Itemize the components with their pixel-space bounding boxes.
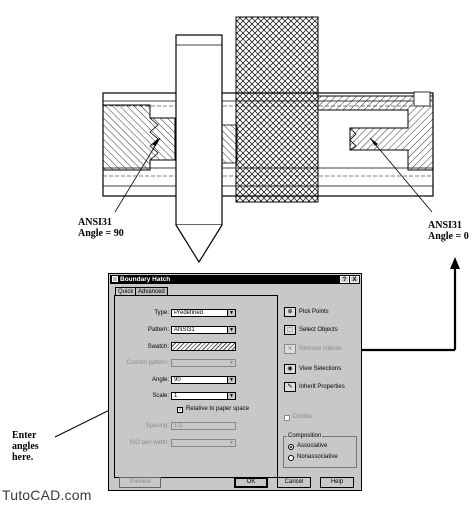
arrow-up-icon — [450, 257, 460, 269]
dialog-title: Boundary Hatch — [120, 276, 171, 283]
angle-dropdown[interactable]: 90 ▼ — [171, 376, 236, 384]
inherit-properties-icon[interactable]: ✎ — [284, 382, 296, 392]
left-hatch-label: ANSI31 Angle = 90 — [78, 217, 124, 239]
app-icon — [112, 276, 118, 282]
type-label: Type: — [154, 310, 169, 316]
left-label-pattern: ANSI31 — [78, 217, 112, 228]
chevron-down-icon: ▼ — [227, 310, 235, 316]
quick-tab-panel — [114, 295, 278, 478]
nonassociative-label: Nonassociative — [297, 454, 338, 460]
angle-value: 90 — [174, 377, 181, 383]
right-hatch-region — [317, 95, 434, 171]
scale-label: Scale: — [152, 393, 169, 399]
help-button[interactable]: Help — [320, 477, 354, 488]
left-hatch-region — [102, 104, 176, 171]
inherit-properties-button[interactable]: Inherit Properties — [299, 384, 345, 390]
boundary-hatch-dialog: Boundary Hatch ? X Quick Advanced Type: … — [108, 273, 362, 491]
custom-pattern-label: Custom pattern: — [126, 360, 169, 366]
enter-angles-note: Enter angles here. — [12, 430, 39, 463]
chevron-down-icon: ▼ — [229, 440, 234, 446]
chevron-down-icon: ▼ — [227, 393, 235, 399]
double-checkbox[interactable] — [284, 415, 290, 421]
relative-paper-space-label: Relative to paper space — [186, 406, 250, 412]
select-objects-button[interactable]: Select Objects — [299, 327, 338, 333]
associative-label: Associative — [297, 443, 328, 449]
note-line-2: angles — [12, 441, 39, 452]
watermark: TutoCAD.com — [2, 487, 92, 503]
ok-button[interactable]: OK — [234, 477, 268, 488]
nonassociative-radio[interactable] — [288, 455, 294, 461]
pick-points-icon[interactable]: ⊕ — [284, 307, 296, 317]
right-hatch-label: ANSI31 Angle = 0 — [428, 220, 469, 242]
custom-pattern-dropdown[interactable]: ▼ — [171, 359, 236, 367]
view-selections-icon[interactable]: ◉ — [284, 364, 296, 374]
type-value: Predefined — [174, 310, 204, 316]
chevron-down-icon: ▼ — [227, 327, 235, 333]
help-title-button[interactable]: ? — [340, 276, 349, 283]
vertical-pin — [175, 34, 223, 226]
note-line-3: here. — [12, 452, 34, 463]
associative-radio[interactable] — [288, 444, 294, 450]
left-label-angle: Angle = 90 — [78, 228, 124, 239]
spacing-input[interactable]: 1.0 — [171, 422, 236, 430]
pattern-value: ANSI31 — [174, 327, 195, 333]
remove-islands-button[interactable]: Remove Islands — [299, 346, 343, 352]
swatch-label: Swatch: — [147, 344, 169, 350]
tab-advanced[interactable]: Advanced — [135, 287, 168, 296]
note-line-1: Enter — [12, 430, 37, 441]
spacing-label: Spacing: — [145, 423, 169, 429]
select-objects-icon[interactable]: ⬚ — [284, 325, 296, 335]
pattern-dropdown[interactable]: ANSI31 ▼ — [171, 326, 236, 334]
chevron-down-icon: ▼ — [229, 360, 234, 366]
swatch-preview[interactable] — [171, 342, 236, 351]
type-dropdown[interactable]: Predefined ▼ — [171, 309, 236, 317]
iso-pen-width-label: ISO pen width: — [129, 440, 169, 446]
composition-group: Composition Associative Nonassociative — [283, 433, 357, 468]
close-button[interactable]: X — [350, 276, 359, 283]
angle-label: Angle: — [151, 377, 169, 383]
scale-dropdown[interactable]: 1 ▼ — [171, 392, 236, 400]
composition-title: Composition — [287, 433, 323, 440]
spacing-value: 1.0 — [174, 423, 183, 429]
iso-pen-width-dropdown[interactable]: ▼ — [171, 439, 236, 447]
relative-paper-space-checkbox[interactable]: ✓ — [177, 407, 183, 413]
pick-points-button[interactable]: Pick Points — [299, 309, 329, 315]
remove-islands-icon[interactable]: ✕ — [284, 344, 296, 354]
right-label-pattern: ANSI31 — [428, 220, 462, 231]
scale-value: 1 — [174, 393, 178, 399]
view-selections-button[interactable]: View Selections — [299, 366, 342, 372]
chevron-down-icon: ▼ — [227, 377, 235, 383]
right-label-angle: Angle = 0 — [428, 231, 469, 242]
cancel-button[interactable]: Cancel — [277, 477, 311, 488]
dialog-titlebar[interactable]: Boundary Hatch ? X — [110, 275, 360, 284]
crosshatch-block — [235, 16, 319, 203]
preview-button[interactable]: Preview — [119, 477, 161, 488]
double-label: Double — [293, 414, 313, 420]
pattern-label: Pattern: — [147, 327, 169, 333]
